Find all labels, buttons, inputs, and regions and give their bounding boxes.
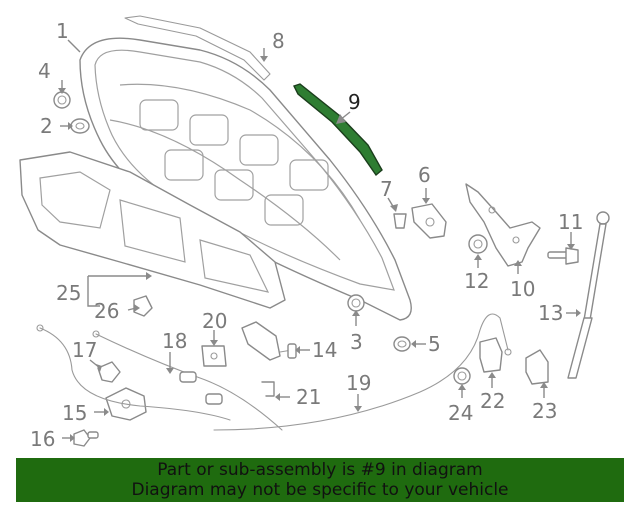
callout-20: 20 bbox=[202, 309, 227, 333]
bumper-3 bbox=[347, 294, 365, 312]
callout-9: 9 bbox=[348, 90, 361, 114]
weatherstrip-front bbox=[124, 15, 271, 81]
callout-13: 13 bbox=[538, 301, 563, 325]
gas-strut-13 bbox=[567, 211, 610, 379]
banner-line-2: Diagram may not be specific to your vehi… bbox=[131, 480, 509, 500]
callout-18: 18 bbox=[162, 329, 187, 353]
bracket-22 bbox=[479, 337, 503, 373]
callout-8: 8 bbox=[272, 29, 285, 53]
callout-2: 2 bbox=[40, 114, 53, 138]
callout-7: 7 bbox=[380, 177, 393, 201]
callout-22: 22 bbox=[480, 389, 505, 413]
hood-insulation bbox=[19, 151, 286, 309]
bolt-16 bbox=[73, 429, 99, 447]
bolt-11 bbox=[547, 247, 579, 265]
parts-diagram: 1 4 2 8 9 7 6 11 12 10 13 3 5 14 20 18 1… bbox=[19, 15, 610, 451]
callout-23: 23 bbox=[532, 399, 557, 423]
callout-4: 4 bbox=[38, 59, 51, 83]
leader-lines bbox=[58, 39, 581, 442]
hood-seal-part-9 bbox=[293, 83, 383, 177]
callout-16: 16 bbox=[30, 427, 55, 451]
bracket-20 bbox=[201, 345, 227, 367]
bracket-23 bbox=[525, 349, 549, 385]
bumper-5 bbox=[393, 336, 411, 352]
bushing-12 bbox=[468, 234, 488, 254]
callout-14: 14 bbox=[312, 338, 337, 362]
cable-19 bbox=[213, 313, 512, 431]
callout-24: 24 bbox=[448, 401, 473, 425]
callout-26: 26 bbox=[94, 299, 119, 323]
banner-line-1: Part or sub-assembly is #9 in diagram bbox=[157, 460, 483, 480]
callout-12: 12 bbox=[464, 269, 489, 293]
callout-17: 17 bbox=[72, 338, 97, 362]
clip-21 bbox=[261, 381, 275, 397]
callout-25: 25 bbox=[56, 281, 81, 305]
callout-5: 5 bbox=[428, 332, 441, 356]
callout-10: 10 bbox=[510, 277, 535, 301]
callout-19: 19 bbox=[346, 371, 371, 395]
bumper-stop-4 bbox=[53, 91, 71, 109]
callout-15: 15 bbox=[62, 401, 87, 425]
grommet-2 bbox=[70, 118, 90, 134]
callout-3: 3 bbox=[350, 330, 363, 354]
cable-18 bbox=[36, 324, 283, 431]
cable-clip-17 bbox=[97, 361, 121, 383]
callout-11: 11 bbox=[558, 210, 583, 234]
callout-1: 1 bbox=[56, 19, 69, 43]
hood-panel bbox=[79, 37, 412, 321]
clip-7 bbox=[393, 213, 407, 229]
hinge-10 bbox=[465, 183, 541, 267]
bumper-24 bbox=[453, 367, 471, 385]
callout-6: 6 bbox=[418, 163, 431, 187]
latch-striker-6 bbox=[411, 203, 447, 239]
release-handle-14 bbox=[241, 321, 297, 361]
callout-21: 21 bbox=[296, 385, 321, 409]
info-banner: Part or sub-assembly is #9 in diagram Di… bbox=[16, 458, 624, 502]
